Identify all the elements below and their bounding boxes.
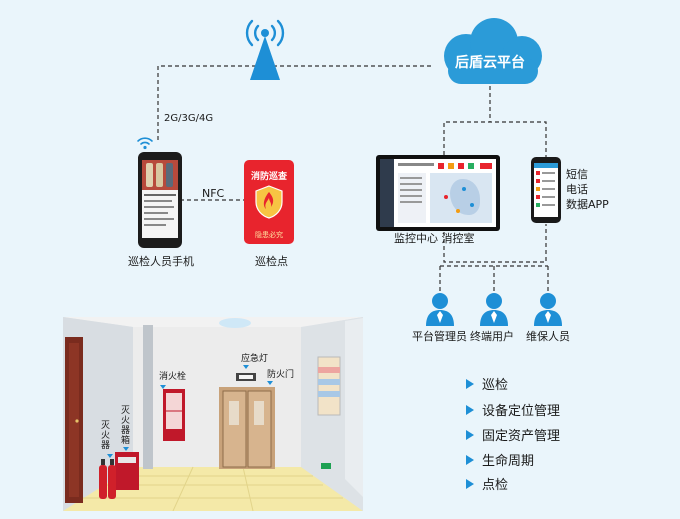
feature-label: 点检 [482, 478, 509, 493]
monitor-screen [376, 155, 500, 231]
corridor-scene: 灭火器 灭火器箱 消火栓 应急灯 防火门 [63, 317, 363, 511]
inspector-phone [138, 152, 182, 248]
cell-tower-icon [245, 19, 285, 80]
triangle-bullet-icon [466, 478, 474, 489]
user-label-maintenance: 维保人员 [526, 330, 570, 343]
feature-label: 固定资产管理 [482, 429, 561, 444]
tag-footer: 隐患必究 [255, 231, 283, 239]
maintenance-user-icon [534, 293, 562, 326]
feature-item: 固定资产管理 [466, 425, 560, 444]
feature-label: 巡检 [482, 378, 509, 393]
phone-screen [142, 160, 178, 238]
corridor-illustration [63, 317, 363, 511]
nfc-label: NFC [202, 187, 225, 200]
scene-label-hydrant: 消火栓 [159, 372, 187, 382]
feature-item: 巡检 [466, 374, 508, 393]
feature-item: 设备定位管理 [466, 400, 560, 419]
tag-header: 消防巡查 [250, 172, 287, 182]
scene-label-extinguisher-box: 灭火器箱 [121, 406, 131, 446]
mobile-device [531, 157, 561, 223]
cloud-label: 后盾云平台 [455, 55, 525, 71]
feature-item: 生命周期 [466, 450, 534, 469]
feature-label: 生命周期 [482, 454, 535, 469]
mobile-line-1: 短信 [566, 168, 588, 181]
scene-label-fire-door: 防火门 [267, 370, 295, 380]
patrol-tag: 消防巡查 隐患必究 [244, 160, 294, 244]
feature-label: 设备定位管理 [482, 404, 561, 419]
wifi-icon [137, 137, 153, 150]
scene-label-extinguisher: 灭火器 [101, 421, 111, 451]
mobile-line-3: 数据APP [566, 198, 609, 211]
user-label-terminal: 终端用户 [470, 330, 514, 343]
monitor-label: 监控中心 消控室 [394, 232, 475, 245]
mobile-line-2: 电话 [566, 183, 588, 196]
scene-label-emergency-light: 应急灯 [241, 354, 269, 364]
user-label-admin: 平台管理员 [412, 330, 467, 343]
fire-emblem-icon [255, 185, 283, 219]
tag-label: 巡检点 [255, 255, 288, 268]
admin-user-icon [426, 293, 454, 326]
triangle-bullet-icon [466, 404, 474, 415]
cloud-icon [444, 18, 542, 84]
triangle-bullet-icon [466, 429, 474, 440]
triangle-bullet-icon [466, 378, 474, 389]
map-view [430, 173, 492, 223]
network-label: 2G/3G/4G [164, 113, 214, 124]
scene-markers [107, 365, 273, 458]
feature-item: 点检 [466, 474, 508, 493]
triangle-bullet-icon [466, 454, 474, 465]
terminal-user-icon [480, 293, 508, 326]
phone-label: 巡检人员手机 [128, 255, 194, 268]
